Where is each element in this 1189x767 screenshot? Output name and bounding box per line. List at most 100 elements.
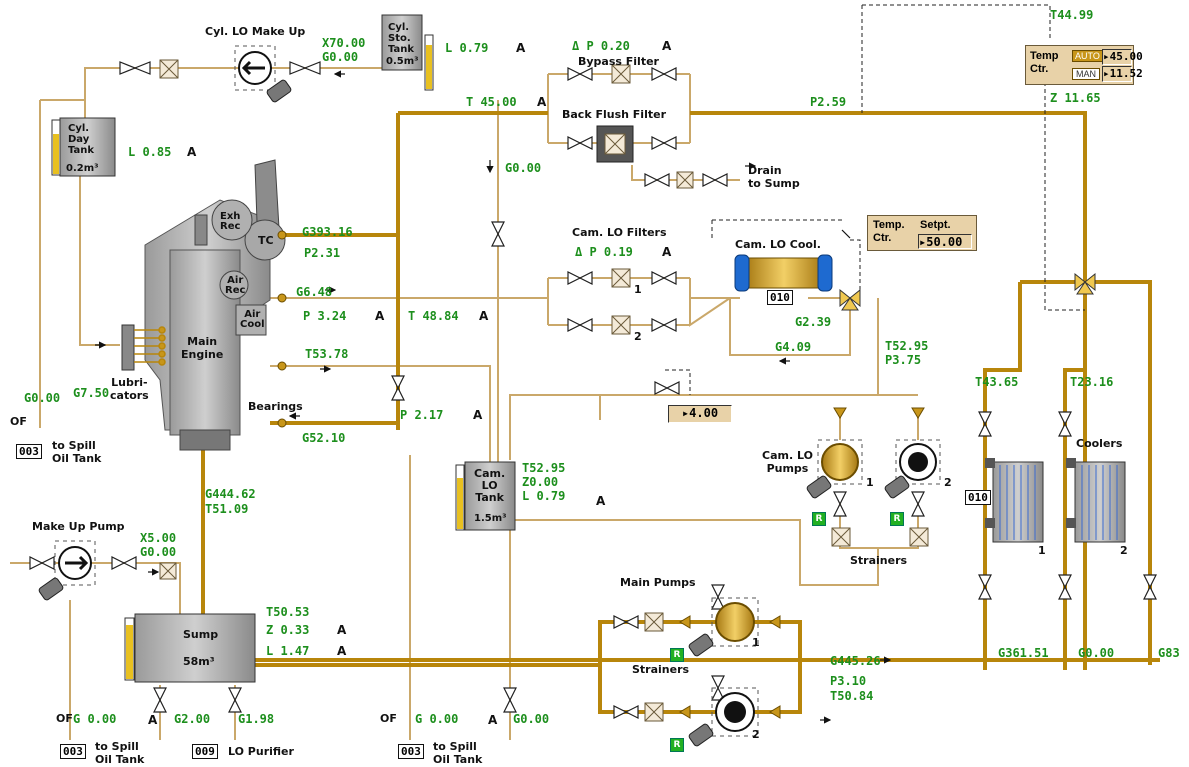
day-tank-overflow-flow: G0.00: [24, 391, 61, 405]
cam-pump-2-run-button[interactable]: R: [890, 512, 904, 526]
cooler-2-temp: T23.16: [1070, 375, 1114, 389]
cam-cooler-temp: T52.95: [885, 339, 929, 353]
play-icon: ▸: [919, 235, 927, 249]
man-output-value: 11.52: [1109, 67, 1143, 80]
cam-lo-filters-label: Cam. LO Filters: [572, 226, 667, 239]
cyl-sto-tank-label: Cyl. Sto. Tank: [388, 22, 415, 55]
lo-purifier-label: LO Purifier: [228, 745, 294, 758]
engine-inlet-flow: G393.16: [302, 225, 353, 239]
main-pump-2-run-button[interactable]: R: [670, 738, 684, 752]
main-pump-1-number: 1: [752, 636, 760, 649]
alarm-a-sump-z: A: [337, 623, 347, 637]
cam-lo-tank-temp: T52.95: [522, 461, 566, 475]
cyl-day-tank-label: Cyl. Day Tank: [68, 123, 95, 156]
cam-lo-tank-volume: 1.5m³: [474, 513, 507, 524]
cam-cooler-flow: G2.39: [795, 315, 832, 329]
man-mode-button[interactable]: MAN: [1072, 68, 1100, 80]
engine-inlet-pressure: P2.31: [304, 246, 341, 260]
purifier-out-flow: G2.00: [174, 712, 211, 726]
main-engine-body: [144, 159, 286, 451]
cam-lo-supply-flow: G6.48: [296, 285, 333, 299]
main-engine-label: Main Engine: [181, 335, 224, 361]
cam-lo-tank-z: Z0.00: [522, 475, 559, 489]
valve-setpoint-display[interactable]: ▸4.00: [668, 405, 732, 423]
auto-mode-button[interactable]: AUTO: [1072, 50, 1103, 62]
cam-cooler-code[interactable]: 010: [767, 290, 793, 305]
cyl-sto-tank-volume: 0.5m³: [386, 56, 419, 67]
bypass-filter-label: Bypass Filter: [578, 55, 659, 68]
sump-z: Z 0.33: [266, 623, 310, 637]
purifier-code[interactable]: 009: [192, 744, 218, 759]
main-temp-value: T 45.00: [466, 95, 517, 109]
cam-pump-2-number: 2: [944, 476, 952, 489]
man-output-display[interactable]: ▸11.52: [1102, 66, 1143, 82]
cam-pump-1-number: 1: [866, 476, 874, 489]
alarm-a-bearing: A: [473, 408, 483, 422]
alarm-a-cam-drain: A: [488, 713, 498, 727]
spill-flow-1: G 0.00: [73, 712, 117, 726]
to-spill-oil-tank-3: to Spill Oil Tank: [433, 740, 483, 766]
cyl-day-tank-volume: 0.2m³: [66, 163, 99, 174]
cyl-lo-makeup-label: Cyl. LO Make Up: [205, 25, 306, 38]
makeup-g-value: G0.00: [140, 545, 177, 559]
cam-setpt-value: 50.00: [926, 235, 963, 249]
cam-lo-pumps-label: Cam. LO Pumps: [762, 449, 813, 475]
spill-tank-code-2[interactable]: 003: [60, 744, 86, 759]
alarm-a-main-temp: A: [537, 95, 547, 109]
cooler-outlet-temp: T44.99: [1050, 8, 1094, 22]
main-pump-discharge-pressure: P3.10: [830, 674, 867, 688]
tc-label: TC: [258, 234, 274, 247]
sump-temp: T50.53: [266, 605, 310, 619]
cyl-makeup-g-value: G0.00: [322, 50, 359, 64]
bypass-line-flow: G0.00: [505, 161, 542, 175]
cooler-code[interactable]: 010: [965, 490, 991, 505]
cam-pump-1-run-button[interactable]: R: [812, 512, 826, 526]
spill-flow-2: G 0.00: [415, 712, 459, 726]
temp-controller-main[interactable]: Temp Ctr. AUTO MAN ▸45.00 ▸11.52: [1025, 45, 1143, 85]
air-cool-label: Air Cool: [240, 309, 265, 330]
coolers-body: [985, 458, 1126, 543]
cam-return-temp: T53.78: [305, 347, 349, 361]
drain-to-sump-label: Drain to Sump: [748, 164, 800, 190]
main-strainers-label: Strainers: [632, 663, 690, 676]
cam-setpt-label: Setpt.: [920, 219, 951, 231]
spill-tank-code-3[interactable]: 003: [398, 744, 424, 759]
bearing-flow: G52.10: [302, 431, 346, 445]
back-flush-filter-label: Back Flush Filter: [562, 108, 666, 121]
pumps: [38, 45, 941, 747]
cam-temp-controller[interactable]: Temp. Ctr. Setpt. ▸50.00: [867, 215, 977, 251]
main-pump-discharge-flow: G445.26: [830, 654, 881, 668]
to-spill-oil-tank-1: to Spill Oil Tank: [52, 439, 102, 465]
valves: [29, 61, 1157, 719]
cyl-day-level: L 0.85: [128, 145, 172, 159]
temp-controller-title: Temp Ctr.: [1030, 50, 1059, 75]
make-up-pump-label: Make Up Pump: [32, 520, 125, 533]
main-pressure-value: P2.59: [810, 95, 847, 109]
cam-lo-pressure: P 3.24: [303, 309, 347, 323]
cam-cooler-pressure: P3.75: [885, 353, 922, 367]
coolers-label: Coolers: [1076, 437, 1123, 450]
filter-2-number: 2: [634, 330, 642, 343]
cam-lo-cool-label: Cam. LO Cool.: [735, 238, 821, 251]
cyl-sto-level: L 0.79: [445, 41, 489, 55]
main-pumps-label: Main Pumps: [620, 576, 696, 589]
sump-return-temp: T51.09: [205, 502, 249, 516]
main-pump-2-number: 2: [752, 728, 760, 741]
cam-setpt-display[interactable]: ▸50.00: [918, 234, 972, 249]
purifier-in-flow: G1.98: [238, 712, 275, 726]
spill-tank-code-1[interactable]: 003: [16, 444, 42, 459]
auto-setpoint-display[interactable]: ▸45.00: [1102, 49, 1143, 65]
alarm-a-sump-level: A: [337, 644, 347, 658]
main-pump-1-run-button[interactable]: R: [670, 648, 684, 662]
cam-lo-filters-dp: Δ P 0.19: [575, 245, 633, 259]
alarm-a-cam-filter: A: [662, 245, 672, 259]
of-label-2: OF: [56, 712, 73, 725]
cooler-2-flow: G0.00: [1078, 646, 1115, 660]
auto-setpoint-value: 45.00: [1109, 50, 1143, 63]
cooler-bypass-flow: G83: [1158, 646, 1180, 660]
cam-strainers-label: Strainers: [850, 554, 908, 567]
cam-tank-drain-flow: G0.00: [513, 712, 550, 726]
cooler-1-flow: G361.51: [998, 646, 1049, 660]
